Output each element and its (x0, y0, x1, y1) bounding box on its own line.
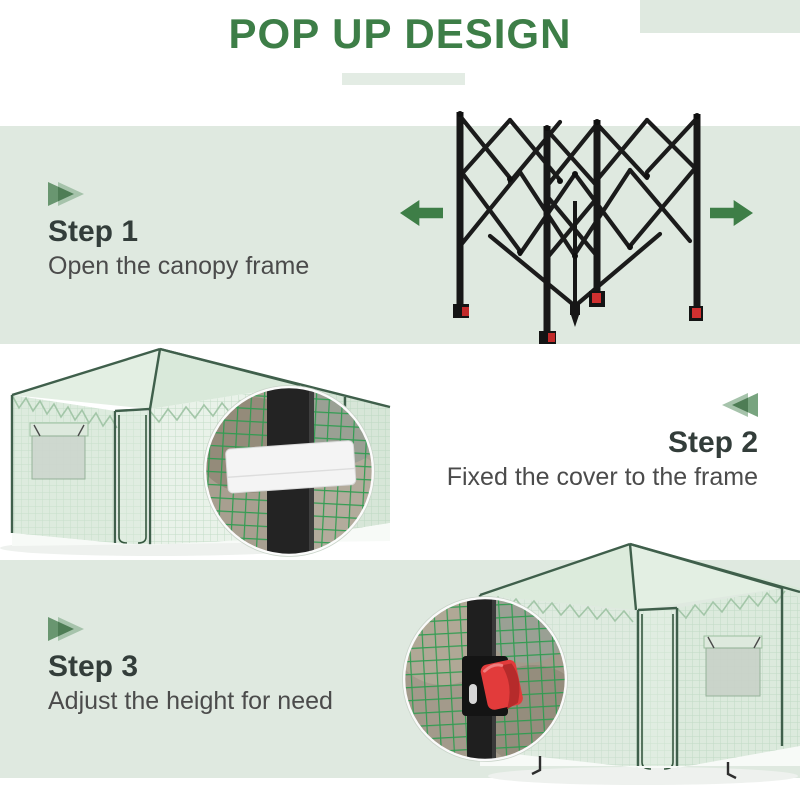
greenhouse-height-photo (402, 542, 800, 785)
step-1-heading: Step 1 (48, 215, 139, 248)
folded-canopy-frame-photo (453, 111, 703, 344)
double-chevron-right-icon (48, 617, 84, 641)
step-3-block: Step 3 Adjust the height for need (48, 617, 378, 716)
greenhouse-window (703, 635, 763, 697)
magnifier-cover-strap-detail (203, 385, 375, 557)
title-underline (342, 73, 465, 85)
frame-feet (453, 291, 703, 344)
greenhouse-cover-photo (0, 347, 391, 557)
step-2-block: Step 2 Fixed the cover to the frame (418, 393, 758, 492)
greenhouse-window (29, 422, 89, 480)
page-title: POP UP DESIGN (228, 10, 572, 57)
top-right-accent-block (640, 0, 800, 33)
step-2-heading: Step 2 (667, 426, 758, 459)
top-background-band (0, 126, 800, 344)
step-2-description: Fixed the cover to the frame (446, 463, 758, 491)
double-chevron-left-icon (722, 393, 758, 417)
step-1-description: Open the canopy frame (48, 252, 310, 280)
step-3-heading: Step 3 (48, 650, 139, 683)
double-chevron-right-icon (48, 182, 84, 206)
step-1-block: Step 1 Open the canopy frame (48, 182, 378, 281)
step-3-description: Adjust the height for need (48, 687, 333, 715)
